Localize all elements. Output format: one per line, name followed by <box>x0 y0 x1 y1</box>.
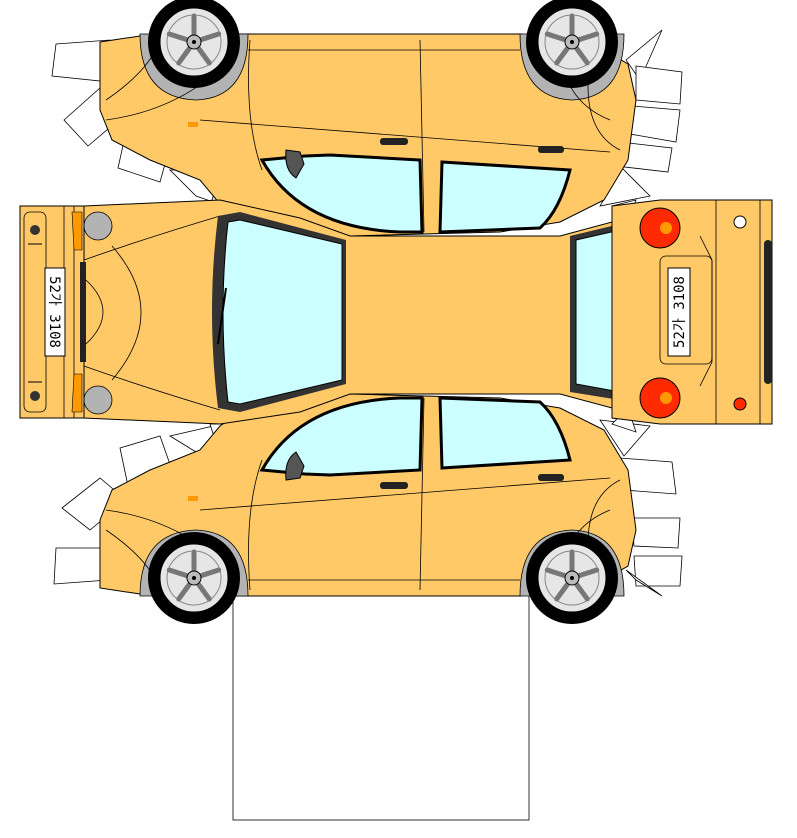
rear-plate-text: 52가 3108 <box>672 276 688 348</box>
alloy-wheel-icon <box>148 532 240 624</box>
headlight-icon <box>83 385 113 415</box>
rear-license-plate <box>667 267 691 357</box>
side-indicator <box>188 496 198 501</box>
door-handle-icon <box>538 474 564 481</box>
fog-light <box>733 397 747 411</box>
side-mirror-icon <box>285 451 305 481</box>
front-plate-text: 52가 3108 <box>46 276 62 348</box>
front-license-plate <box>44 267 66 357</box>
alloy-wheel-icon <box>526 0 618 88</box>
front-panel: 52가 3108 <box>19 205 85 419</box>
alloy-wheel-icon <box>148 0 240 88</box>
top-side-panel <box>99 0 637 237</box>
side-indicator <box>188 122 198 127</box>
alloy-wheel-icon <box>526 532 618 624</box>
reverse-light <box>733 215 747 229</box>
rear-panel: 52가 3108 <box>611 199 773 425</box>
side-mirror-icon <box>285 149 305 179</box>
bottom-side-panel <box>99 393 637 624</box>
headlight-icon <box>83 211 113 241</box>
base-flap <box>232 591 530 821</box>
top-down-strip <box>80 199 653 425</box>
door-handle-icon <box>380 482 408 489</box>
door-handle-icon <box>380 138 408 145</box>
door-handle-icon <box>538 146 564 153</box>
